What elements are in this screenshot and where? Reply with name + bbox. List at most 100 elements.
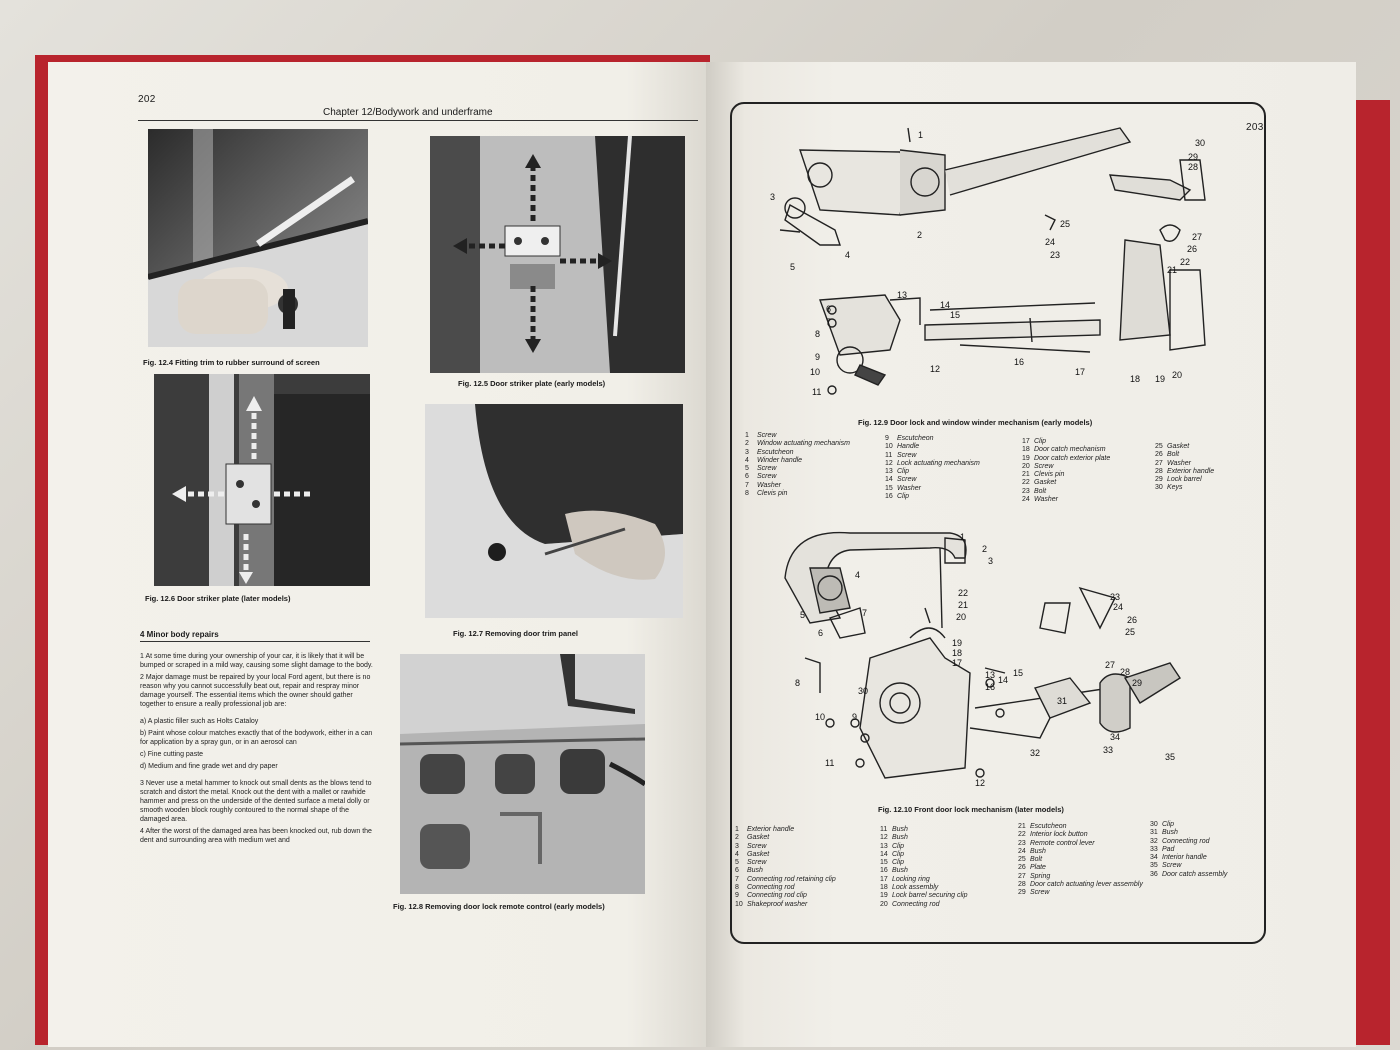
legend-number: 26 <box>1018 864 1026 872</box>
svg-text:7: 7 <box>826 317 831 327</box>
svg-text:26: 26 <box>1127 615 1137 625</box>
svg-text:7: 7 <box>862 608 867 618</box>
legend-text: Interior handle <box>1162 854 1207 862</box>
legend-number: 30 <box>1150 821 1158 828</box>
legend-text: Screw <box>897 476 917 484</box>
legend-text: Door catch mechanism <box>1034 446 1106 454</box>
svg-text:9: 9 <box>852 712 857 722</box>
svg-text:28: 28 <box>1120 667 1130 677</box>
legend-number: 5 <box>745 465 749 473</box>
legend-text: Washer <box>1034 496 1058 504</box>
legend-text: Clevis pin <box>1034 471 1065 479</box>
svg-text:33: 33 <box>1103 745 1113 755</box>
legend-number: 7 <box>745 481 749 489</box>
legend-number: 34 <box>1150 854 1158 862</box>
left-page: 202 Chapter 12/Bodywork and underframe F… <box>48 62 706 1047</box>
legend-number: 24 <box>1018 847 1026 855</box>
legend-text: Locking ring <box>892 875 930 883</box>
svg-text:5: 5 <box>800 610 805 620</box>
legend-number: 29 <box>1155 476 1163 484</box>
svg-text:16: 16 <box>985 682 995 692</box>
legend-text: Screw <box>757 465 777 473</box>
legend-number: 20 <box>1022 462 1030 470</box>
header-rule <box>138 120 698 121</box>
svg-text:26: 26 <box>1187 244 1197 254</box>
diagram-fig-12-9: 1 2 3 4 5 6 7 8 9 10 11 12 13 14 15 16 1… <box>770 127 1206 397</box>
svg-text:2: 2 <box>917 230 922 240</box>
legend-text: Connecting rod <box>1162 837 1210 845</box>
legend-text: Door catch actuating lever assembly <box>1030 881 1143 889</box>
legend-number: 15 <box>880 859 888 867</box>
svg-text:14: 14 <box>940 300 950 310</box>
legend-number: 20 <box>880 900 888 908</box>
section-rule <box>140 641 370 642</box>
legend-text: Remote control lever <box>1030 839 1095 847</box>
legend-text: Gasket <box>747 850 770 858</box>
svg-text:11: 11 <box>812 387 821 397</box>
legend-text: Escutcheon <box>1030 823 1067 830</box>
svg-text:19: 19 <box>952 638 962 648</box>
svg-text:28: 28 <box>1188 162 1198 172</box>
legend-number: 29 <box>1018 889 1026 897</box>
legend-number: 2 <box>735 834 739 842</box>
legend-text: Screw <box>747 859 767 867</box>
legend-text: Winder handle <box>757 456 803 464</box>
legend-number: 9 <box>885 435 889 442</box>
svg-text:24: 24 <box>1113 602 1123 612</box>
legend-number: 10 <box>885 443 893 451</box>
legend-number: 6 <box>735 867 739 875</box>
svg-text:23: 23 <box>1110 592 1120 602</box>
svg-text:30: 30 <box>858 686 868 696</box>
paragraph-4: 4 After the worst of the damaged area ha… <box>140 828 372 844</box>
legend-text: Pad <box>1162 845 1175 853</box>
legend-number: 8 <box>735 884 739 892</box>
legend-text: Lock barrel securing clip <box>892 892 968 900</box>
svg-text:2: 2 <box>982 544 987 554</box>
legend-number: 10 <box>735 900 743 908</box>
legend-text: Lock assembly <box>892 884 939 892</box>
caption-fig-12-4: Fig. 12.4 Fitting trim to rubber surroun… <box>143 358 320 367</box>
legend-number: 30 <box>1155 484 1163 492</box>
svg-text:23: 23 <box>1050 250 1060 260</box>
legend-text: Exterior handle <box>1167 467 1215 475</box>
svg-text:15: 15 <box>1013 668 1023 678</box>
paragraph-3: 3 Never use a metal hammer to knock out … <box>140 780 372 823</box>
svg-text:13: 13 <box>985 670 995 680</box>
legend-number: 35 <box>1150 862 1158 870</box>
svg-text:27: 27 <box>1192 232 1202 242</box>
svg-text:16: 16 <box>1014 357 1024 367</box>
svg-text:14: 14 <box>998 675 1008 685</box>
legend-text: Bush <box>892 867 908 875</box>
legend-text: Screw <box>757 432 777 439</box>
legend-number: 13 <box>885 468 893 476</box>
svg-text:21: 21 <box>958 600 968 610</box>
legend-text: Exterior handle <box>747 826 795 833</box>
svg-text:19: 19 <box>1155 374 1165 384</box>
legend-text: Gasket <box>1167 443 1190 450</box>
legend-number: 27 <box>1018 872 1026 880</box>
legend-number: 28 <box>1018 881 1026 889</box>
